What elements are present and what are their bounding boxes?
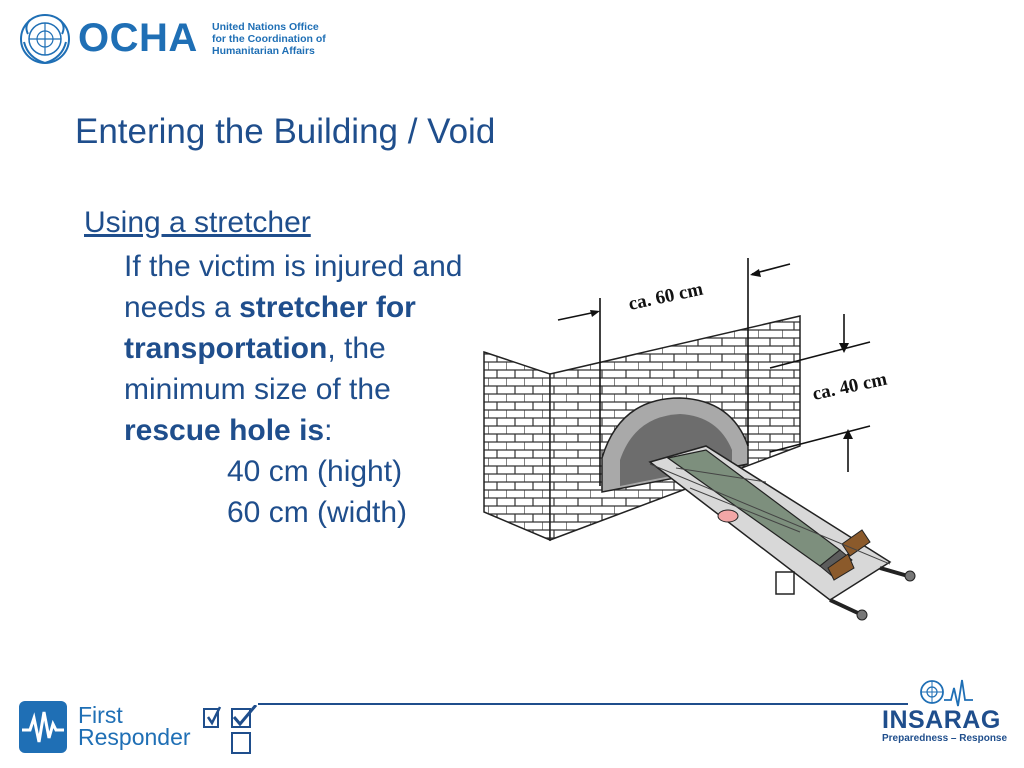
- ocha-org-name: United Nations Office for the Coordinati…: [212, 21, 326, 57]
- body-line: minimum size of the: [124, 369, 524, 410]
- slide-body: If the victim is injured and needs a str…: [124, 246, 524, 533]
- body-line: rescue hole is:: [124, 410, 524, 451]
- body-text: needs a: [124, 291, 240, 324]
- insarag-logo-text: INSARAG: [882, 706, 1001, 734]
- body-bold-text: stretcher for: [239, 291, 416, 324]
- slide-title: Entering the Building / Void: [75, 112, 496, 151]
- first-responder-line: Responder: [78, 724, 191, 750]
- checklist-icon: [203, 705, 258, 754]
- org-line: United Nations Office: [212, 21, 319, 33]
- stretcher-rescue-hole-illustration: ca. 60 cm ca. 40 cm: [483, 258, 916, 621]
- first-responder-text: First Responder: [78, 702, 191, 750]
- body-line: If the victim is injured and: [124, 246, 524, 287]
- first-responder-line: First: [78, 702, 123, 728]
- footer-divider: [258, 703, 908, 705]
- dimension-width: 60 cm (width): [227, 496, 408, 529]
- body-text: :: [324, 414, 333, 447]
- body-line: needs a stretcher for: [124, 287, 524, 328]
- slide-subtitle: Using a stretcher: [84, 206, 311, 239]
- body-bold-text: transportation: [124, 332, 328, 365]
- side-wall: [483, 350, 551, 542]
- body-bold-text: rescue hole is: [124, 414, 325, 447]
- body-text: minimum size of the: [124, 373, 391, 406]
- body-line: transportation, the: [124, 328, 524, 369]
- org-line: Humanitarian Affairs: [212, 45, 315, 57]
- org-line: for the Coordination of: [212, 33, 326, 45]
- insarag-emblem-icon: [920, 679, 973, 707]
- first-responder-icon: [19, 701, 67, 753]
- ocha-logo-text: OCHA: [78, 16, 198, 60]
- un-emblem-icon: [20, 14, 70, 65]
- dimension-height: 40 cm (hight): [227, 455, 403, 488]
- width-label: ca. 60 cm: [627, 279, 705, 315]
- victim: [666, 449, 841, 567]
- body-text: If the victim is injured and: [124, 250, 463, 283]
- height-label: ca. 40 cm: [811, 369, 889, 405]
- body-text: , the: [327, 332, 386, 365]
- insarag-tagline: Preparedness – Response: [882, 733, 1008, 744]
